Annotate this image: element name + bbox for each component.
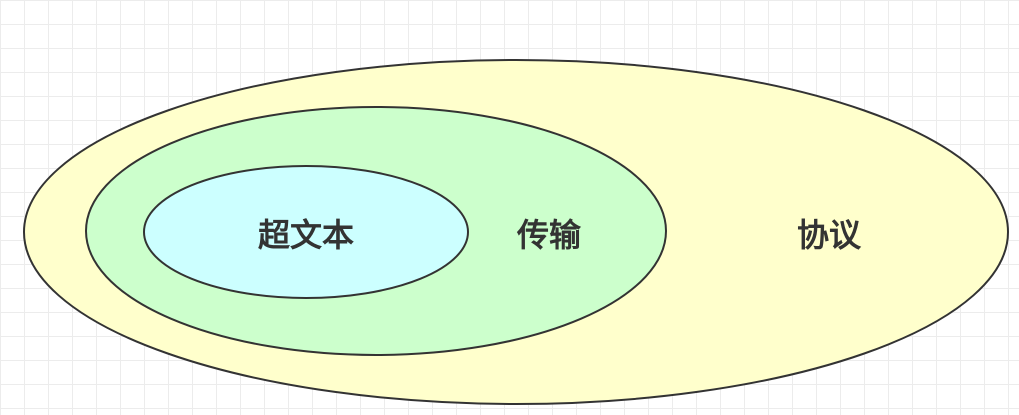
inner-ellipse-hypertext [143, 165, 469, 299]
label-protocol: 协议 [797, 216, 862, 254]
label-hypertext: 超文本 [258, 216, 354, 254]
label-transfer: 传输 [516, 216, 582, 254]
